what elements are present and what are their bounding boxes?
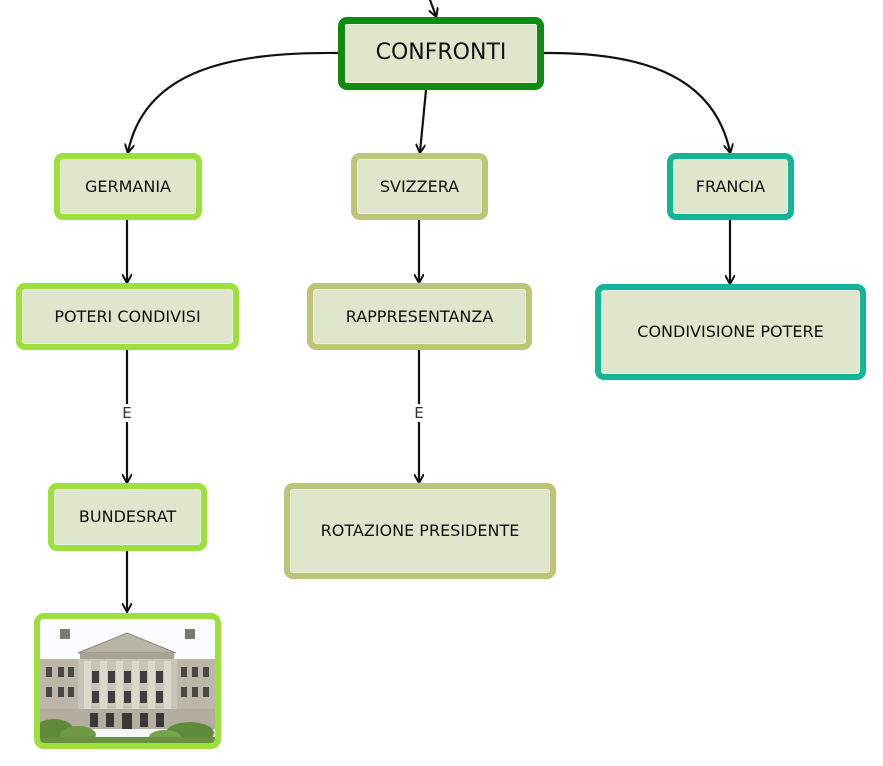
node-confronti[interactable]: CONFRONTI [338, 17, 544, 90]
node-svizzera-label: SVIZZERA [379, 176, 460, 196]
edge-label-germania-e: E [119, 404, 135, 422]
node-rappresentanza-label: RAPPRESENTANZA [345, 306, 494, 326]
node-francia-label: FRANCIA [695, 176, 766, 196]
edge-incoming-top [430, 0, 436, 16]
node-confronti-label: CONFRONTI [375, 40, 507, 66]
node-condivisione-potere-label: CONDIVISIONE POTERE [637, 322, 824, 342]
node-condivisione-potere[interactable]: CONDIVISIONE POTERE [595, 284, 866, 380]
edge-confronti-germania [128, 51, 339, 152]
node-rotazione-presidente-label: ROTAZIONE PRESIDENTE [320, 521, 520, 541]
edge-label-svizzera-e: E [411, 404, 427, 422]
node-bundesrat[interactable]: BUNDESRAT [48, 483, 207, 551]
bundesrat-building-image[interactable] [34, 613, 221, 749]
node-bundesrat-label: BUNDESRAT [78, 507, 177, 527]
node-rotazione-presidente[interactable]: ROTAZIONE PRESIDENTE [284, 483, 556, 579]
node-germania[interactable]: GERMANIA [54, 153, 202, 220]
edge-confronti-francia [543, 51, 730, 152]
building-illustration [40, 619, 215, 743]
edge-confronti-svizzera [420, 89, 428, 152]
node-poteri-condivisi[interactable]: POTERI CONDIVISI [16, 283, 239, 350]
node-poteri-condivisi-label: POTERI CONDIVISI [54, 306, 201, 326]
node-rappresentanza[interactable]: RAPPRESENTANZA [307, 283, 532, 350]
node-svizzera[interactable]: SVIZZERA [351, 153, 488, 220]
node-francia[interactable]: FRANCIA [667, 153, 794, 220]
node-germania-label: GERMANIA [84, 176, 171, 196]
